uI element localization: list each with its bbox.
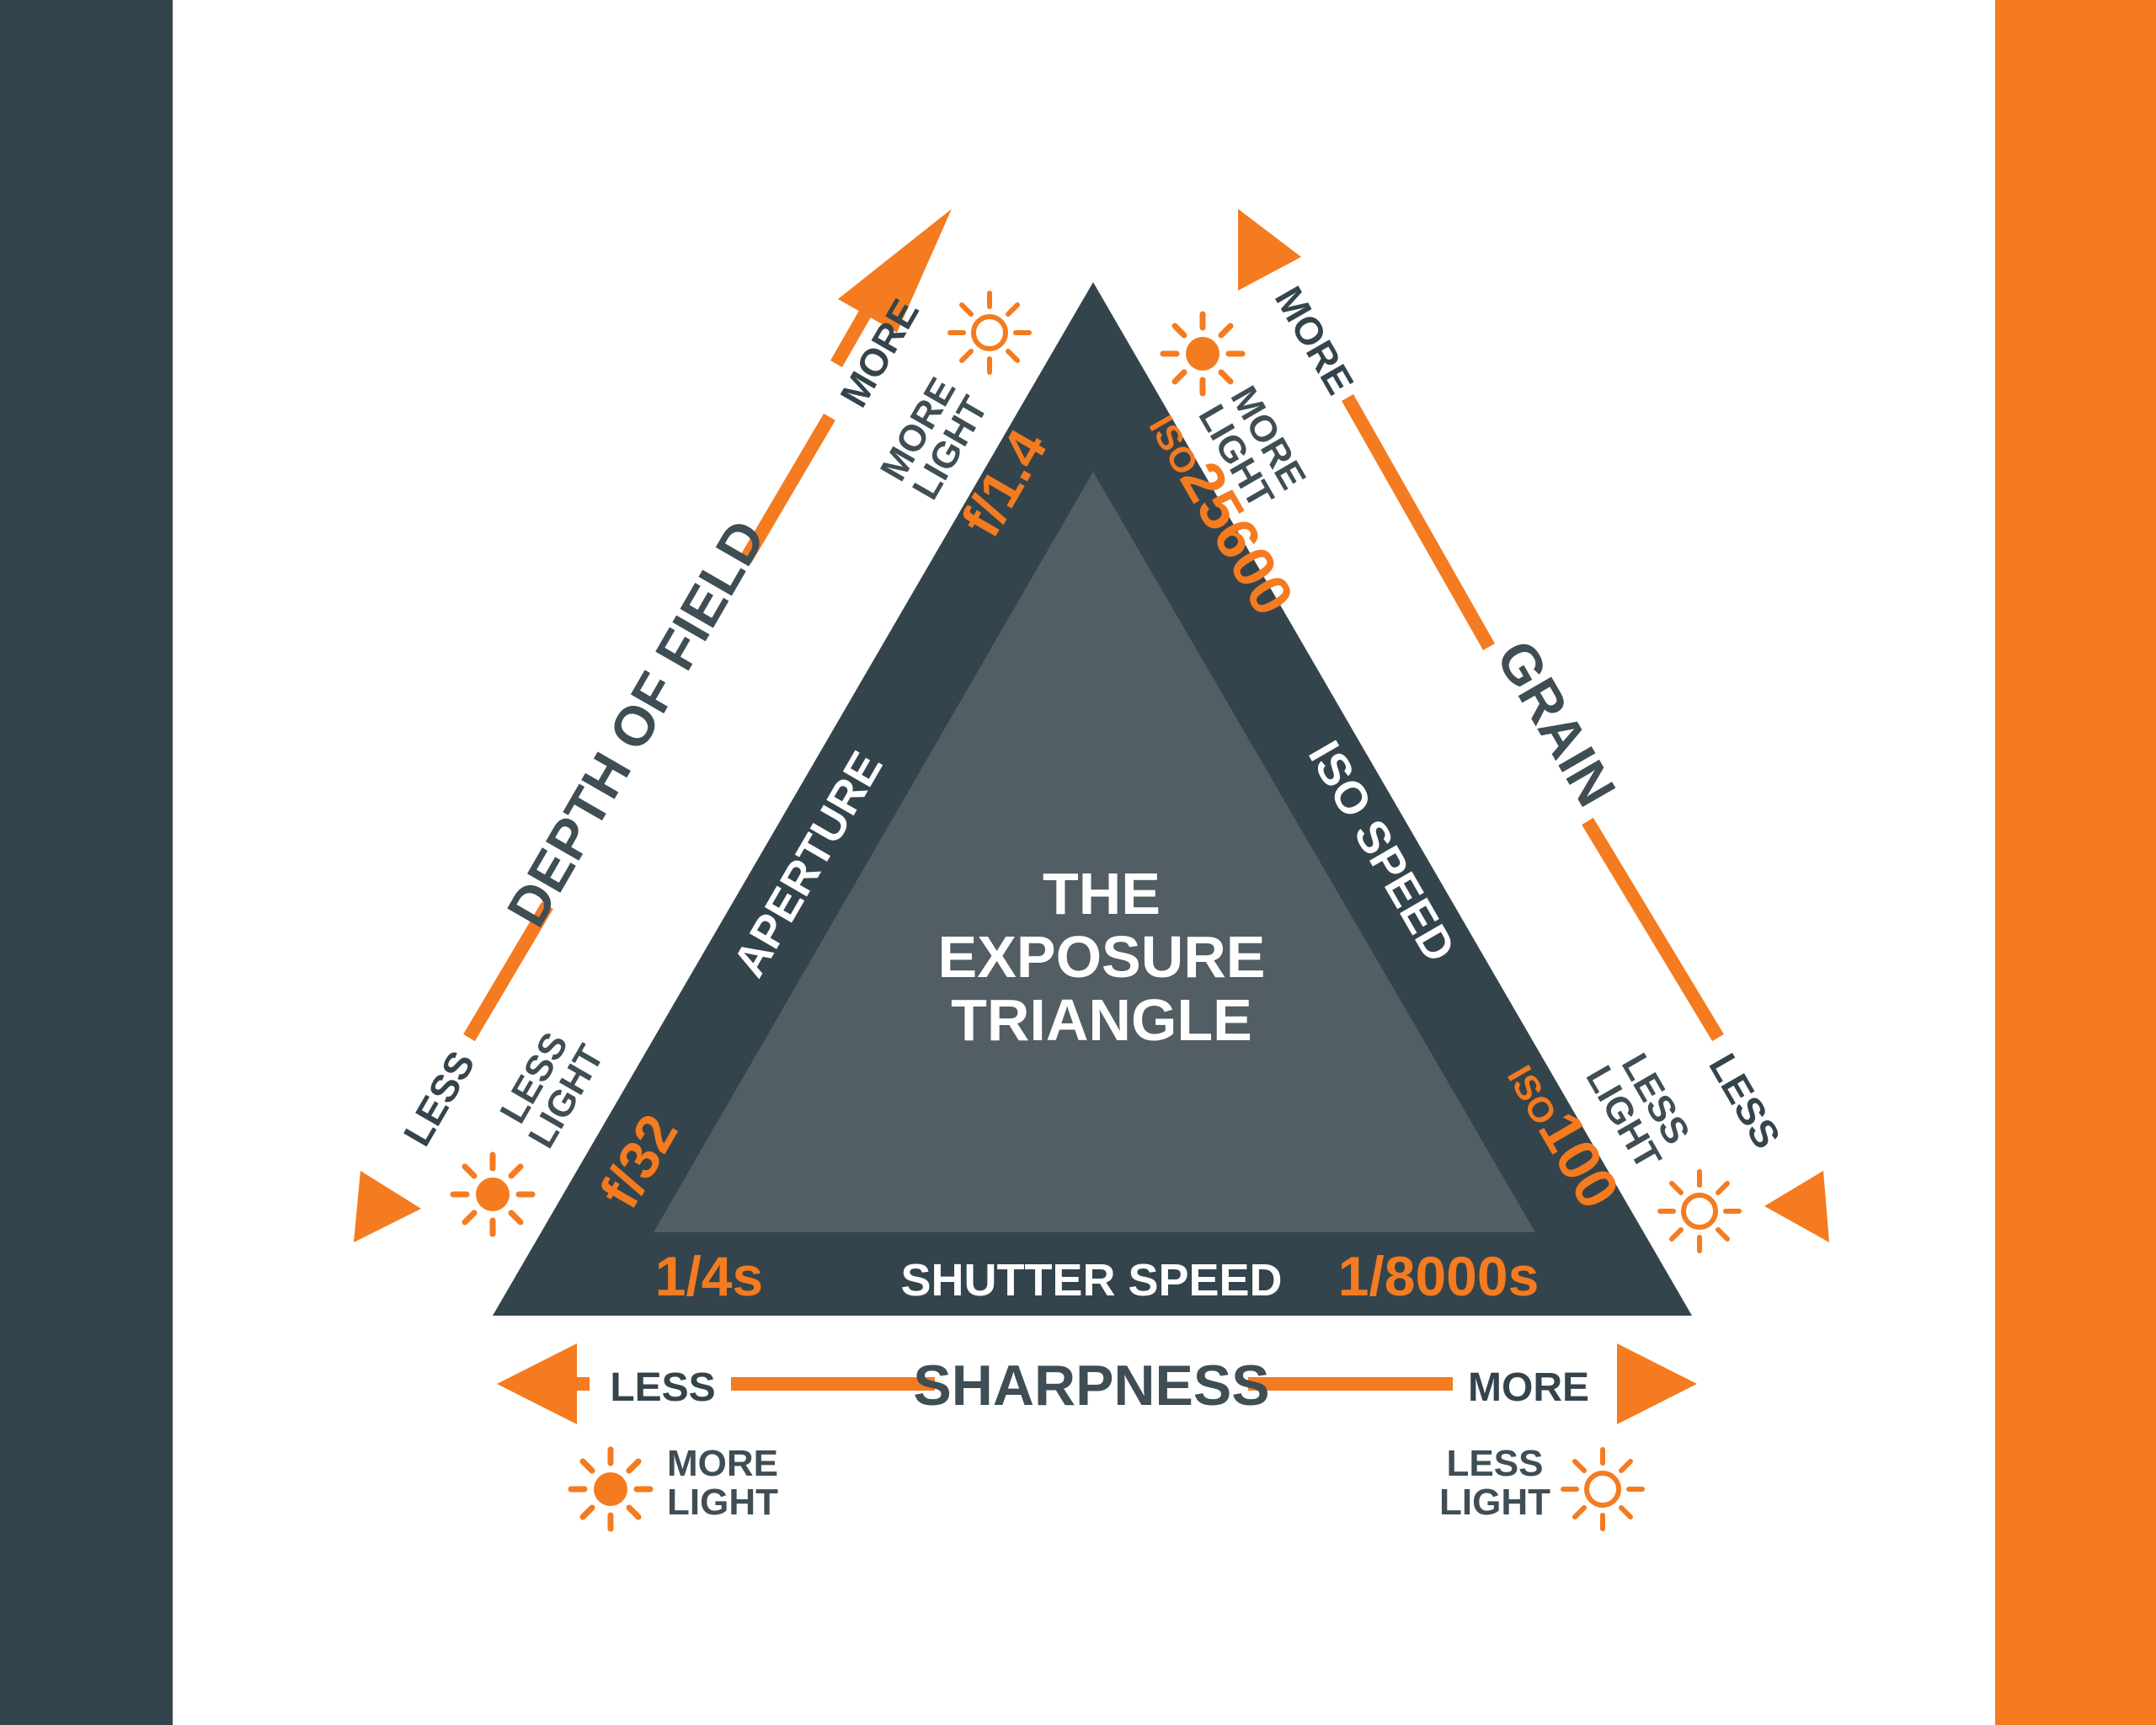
grain-title: GRAIN [1485,630,1628,816]
center-title: THE EXPOSURE TRIANGLE [938,861,1266,1053]
dof-less-label: LESS [395,1044,483,1153]
sun-outline-icon [1660,1172,1739,1251]
grain-segment-lower [1582,817,1724,1042]
sharpness-title: SHARPNESS [913,1354,1269,1418]
grain-arrow [1342,394,1724,1042]
sharpness-more-label: MORE [1468,1365,1589,1410]
sun-outline-icon [950,293,1029,372]
sharpness-less-light-label: LESS LIGHT [1439,1443,1550,1523]
shutter-slow-value: 1/4s [655,1245,763,1307]
shutter-fast-value: 1/8000s [1338,1245,1540,1307]
dof-segment-upper [739,413,835,564]
sharpness-arrowhead-left [497,1343,577,1424]
sun-solid-icon [571,1450,650,1529]
center-title-line-1: THE [1043,861,1161,927]
sharpness-less-label: LESS [610,1365,715,1410]
center-title-line-3: TRIANGLE [951,987,1252,1053]
sharpness-less-light-line-1: LESS [1447,1443,1544,1484]
sun-solid-icon [453,1155,532,1234]
depth-of-field-title: DEPTH OF FIELD [494,510,776,937]
inner-triangle [654,472,1535,1232]
dof-arrowhead-up [838,209,952,333]
grain-less-label: LESS [1700,1046,1789,1156]
dof-segment-lower [463,901,553,1042]
grain-segment-upper [1342,394,1495,650]
grain-arrowhead-down [1764,1171,1829,1242]
sharpness-arrowhead-right [1617,1343,1697,1424]
grain-more-label: MORE [1267,279,1363,402]
sun-outline-icon [1563,1450,1642,1529]
sun-solid-icon [1163,314,1242,393]
sharpness-more-light-line-1: MORE [667,1443,778,1484]
shutter-speed-label: SHUTTER SPEED [900,1255,1282,1306]
sharpness-less-light-line-2: LIGHT [1439,1482,1550,1523]
right-side-band [1995,0,2156,1725]
grain-arrowhead-up [1238,209,1301,291]
sharpness-more-light-line-2: LIGHT [667,1482,778,1523]
dof-less-light-label: LESS LIGHT [492,1026,611,1155]
left-side-band [0,0,173,1725]
center-title-line-2: EXPOSURE [938,924,1266,990]
sharpness-more-light-label: MORE LIGHT [667,1443,778,1523]
dof-arrowhead-down [354,1171,421,1242]
